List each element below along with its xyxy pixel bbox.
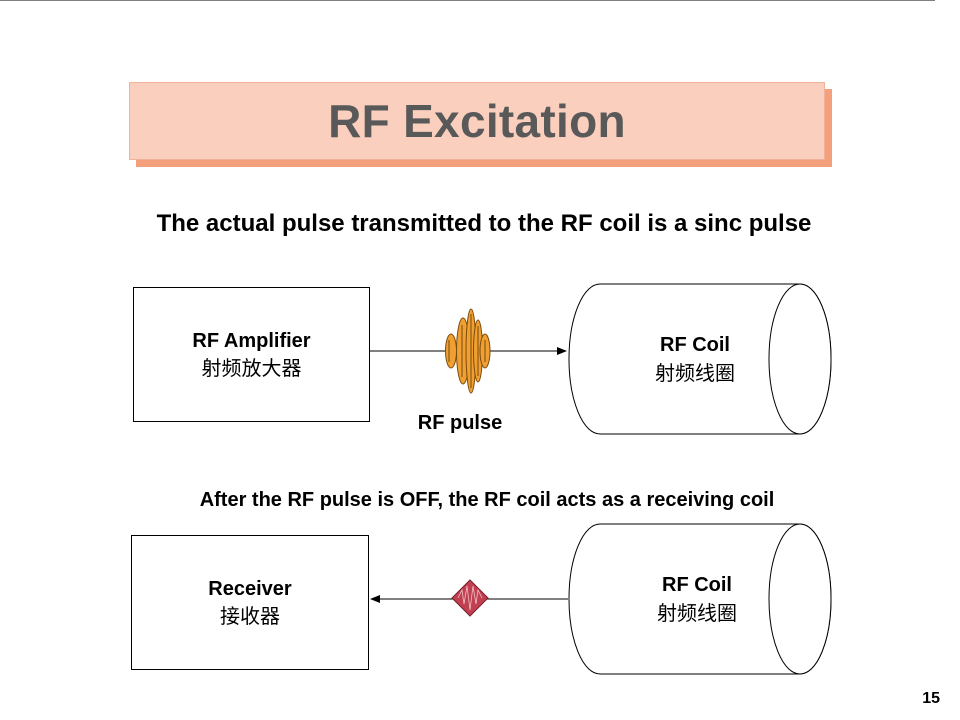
page-number: 15 [922,690,940,707]
rf-pulse-label: RF pulse [417,412,503,434]
rf-coil-top-label-cn: 射频线圈 [655,361,735,385]
heading-sinc-pulse: The actual pulse transmitted to the RF c… [156,210,812,237]
rf-amplifier-label-cn: 射频放大器 [201,355,302,380]
sinc-pulse-icon [445,308,491,394]
receiver-label: Receiver [208,577,292,600]
rf-coil-cylinder-top [568,283,832,435]
rf-coil-top-label-group: RF Coil 射频线圈 [630,331,760,387]
rf-coil-bottom-label: RF Coil [662,574,732,596]
receiver-box: Receiver 接收器 [131,535,369,670]
rf-coil-cylinder-bottom [568,523,832,675]
receiver-label-cn: 接收器 [220,603,280,628]
rf-amplifier-box: RF Amplifier 射频放大器 [133,287,370,422]
received-signal-icon [451,579,489,617]
rf-amplifier-label: RF Amplifier [192,329,311,352]
heading-receiving-coil: After the RF pulse is OFF, the RF coil a… [199,489,775,511]
rf-coil-bottom-label-group: RF Coil 射频线圈 [632,571,762,627]
rf-coil-top-label: RF Coil [660,334,730,356]
slide-title: RF Excitation [328,95,626,147]
rf-coil-bottom-label-cn: 射频线圈 [657,601,737,625]
top-rule [0,0,935,1]
title-box: RF Excitation [129,82,825,160]
